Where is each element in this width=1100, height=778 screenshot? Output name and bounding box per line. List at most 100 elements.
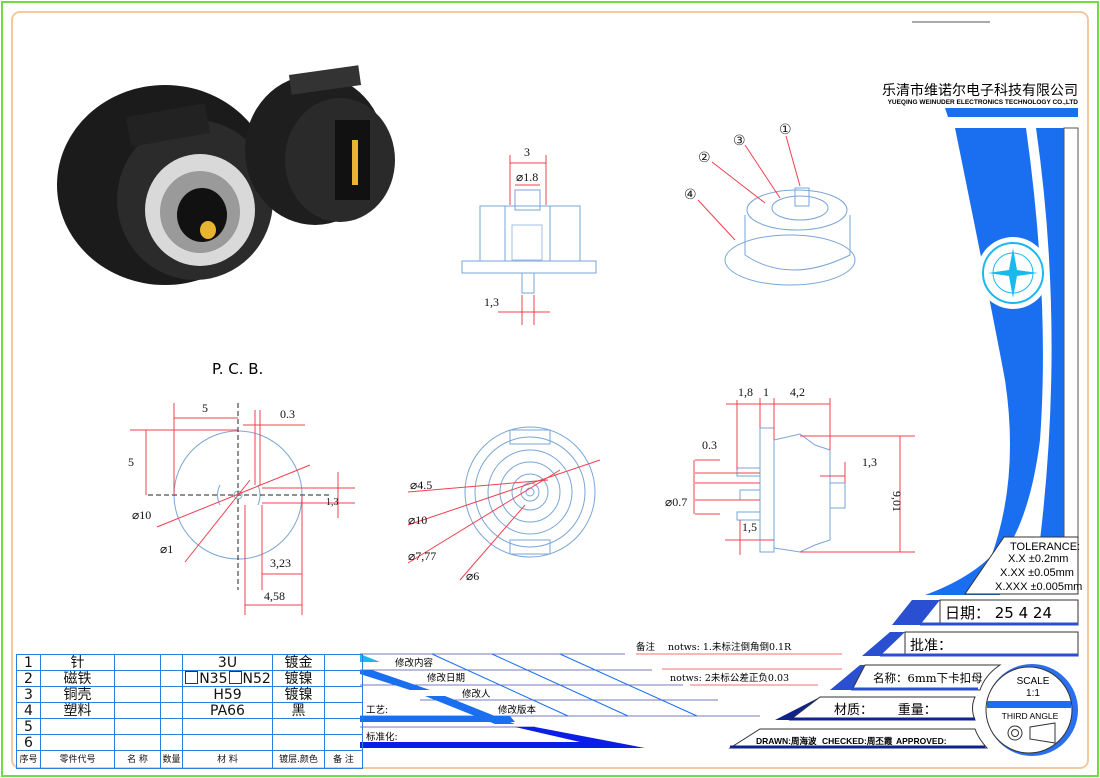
- company-name-en: YUEQING WEINUDER ELECTRONICS TECHNOLOGY …: [888, 99, 1079, 106]
- dim-label: 5: [128, 455, 134, 469]
- bom-cell-part: 磁铁: [40, 670, 115, 687]
- tolerance-box: [964, 536, 1079, 595]
- compass-icon: [982, 242, 1044, 304]
- balloon-1: ①: [779, 122, 792, 138]
- bom-header-cell: 名 称: [114, 750, 161, 769]
- projection-icon: [1007, 725, 1023, 741]
- dim-label: 0.3: [702, 438, 717, 452]
- balloon-3: ③: [733, 133, 746, 149]
- tolerance-row: X.XX ±0.05mm: [1000, 567, 1074, 579]
- dim-label: ⌀0.7: [665, 495, 687, 509]
- dim-label: 1: [763, 385, 769, 399]
- dim-label: ⌀1.8: [516, 170, 538, 184]
- bom-cell-qty: [160, 702, 183, 719]
- dim-label: ⌀10: [408, 513, 427, 527]
- bom-cell-part: [40, 734, 115, 751]
- product-photo: [57, 65, 395, 285]
- balloon-2: ②: [698, 150, 711, 166]
- bom-cell-material: [182, 718, 273, 735]
- material-option: N35: [199, 671, 228, 687]
- title-block: [728, 599, 1079, 756]
- bom-cell-remark: [324, 670, 363, 687]
- company-name-cn: 乐清市维诺尔电子科技有限公司: [882, 82, 1078, 99]
- bom-cell-remark: [324, 654, 363, 671]
- revision-area: [360, 653, 760, 748]
- dim-label: 1,3: [326, 497, 339, 508]
- scale-label: SCALE: [1017, 676, 1050, 687]
- bom-cell-finish: [272, 718, 325, 735]
- bom-header-cell: 镀层.颜色: [272, 750, 325, 769]
- checkbox-icon: [228, 671, 242, 684]
- bom-cell-name: [114, 670, 161, 687]
- drawn-field: DRAWN:周海波: [756, 736, 817, 746]
- checkbox-icon: [185, 671, 199, 684]
- revision-date: 修改日期: [427, 672, 465, 684]
- pcb-title: P. C. B.: [212, 360, 263, 378]
- note-underlines: [636, 653, 842, 686]
- side-view: [693, 398, 915, 555]
- bom-cell-material: [182, 734, 273, 751]
- tolerance-row: X.X ±0.2mm: [1008, 553, 1068, 565]
- bom-cell-no: 3: [16, 686, 41, 703]
- part-name-field: 名称：6mm下卡扣母: [873, 671, 983, 685]
- bom-cell-no: 5: [16, 718, 41, 735]
- dim-label: ⌀1: [160, 542, 173, 556]
- dim-label: 5: [202, 401, 208, 415]
- revision-version: 修改版本: [498, 704, 537, 716]
- scale-value: 1:1: [1026, 688, 1040, 699]
- bom-cell-name: [114, 702, 161, 719]
- process-label: 工艺:: [366, 705, 388, 716]
- bom-header-cell: 零件代号: [40, 750, 115, 769]
- bom-cell-finish: 镀镍: [272, 686, 325, 703]
- dim-label: ⌀6: [466, 569, 479, 583]
- approved-field: APPROVED:: [896, 736, 947, 746]
- material-weight-field: 材质： 重量：: [834, 702, 937, 718]
- bom-header-cell: 数量: [160, 750, 183, 769]
- iso-view: [697, 135, 856, 286]
- bom-cell-part: 塑料: [40, 702, 115, 719]
- notes-label: 备注: [636, 641, 656, 653]
- bom-cell-material: 3U: [182, 654, 273, 671]
- dim-label: ⌀7,77: [408, 549, 436, 563]
- standard-label: 标准化:: [366, 731, 398, 743]
- bom-cell-no: 2: [16, 670, 41, 687]
- dim-label: ⌀10: [132, 508, 151, 522]
- bom-cell-material: H59: [182, 686, 273, 703]
- bom-cell-remark: [324, 718, 363, 735]
- bom-cell-remark: [324, 702, 363, 719]
- bom-cell-qty: [160, 686, 183, 703]
- dim-label: 1,3: [484, 295, 499, 309]
- bom-header-cell: 序号: [16, 750, 41, 769]
- top-view: [461, 155, 597, 325]
- dim-label: 3: [524, 145, 530, 159]
- header-bar: [945, 108, 1078, 117]
- bom-cell-name: [114, 654, 161, 671]
- side-decoration: [925, 127, 1079, 595]
- bom-cell-material: N35 N52: [182, 670, 273, 687]
- dim-label: 4,2: [790, 385, 805, 399]
- bom-cell-name: [114, 686, 161, 703]
- revision-person: 修改人: [462, 688, 491, 700]
- bom-header-cell: 备 注: [324, 750, 363, 769]
- bom-cell-no: 6: [16, 734, 41, 751]
- dim-label: 3,23: [270, 556, 291, 570]
- note-1: notws: 1.未标注倒角倒0.1R: [668, 641, 792, 653]
- approve-field: 批准：: [910, 638, 952, 654]
- bom-cell-qty: [160, 734, 183, 751]
- dim-label: 1,3: [862, 455, 877, 469]
- bom-cell-qty: [160, 654, 183, 671]
- projection-label: THIRD ANGLE: [1002, 711, 1059, 721]
- checked-field: CHECKED:周丕霞: [822, 736, 893, 746]
- material-option: N52: [242, 671, 271, 687]
- bom-cell-qty: [160, 718, 183, 735]
- bom-cell-material: PA66: [182, 702, 273, 719]
- bom-cell-remark: [324, 686, 363, 703]
- bom-cell-no: 4: [16, 702, 41, 719]
- bom-header: 序号零件代号名 称数量材 料镀层.颜色备 注: [16, 750, 363, 769]
